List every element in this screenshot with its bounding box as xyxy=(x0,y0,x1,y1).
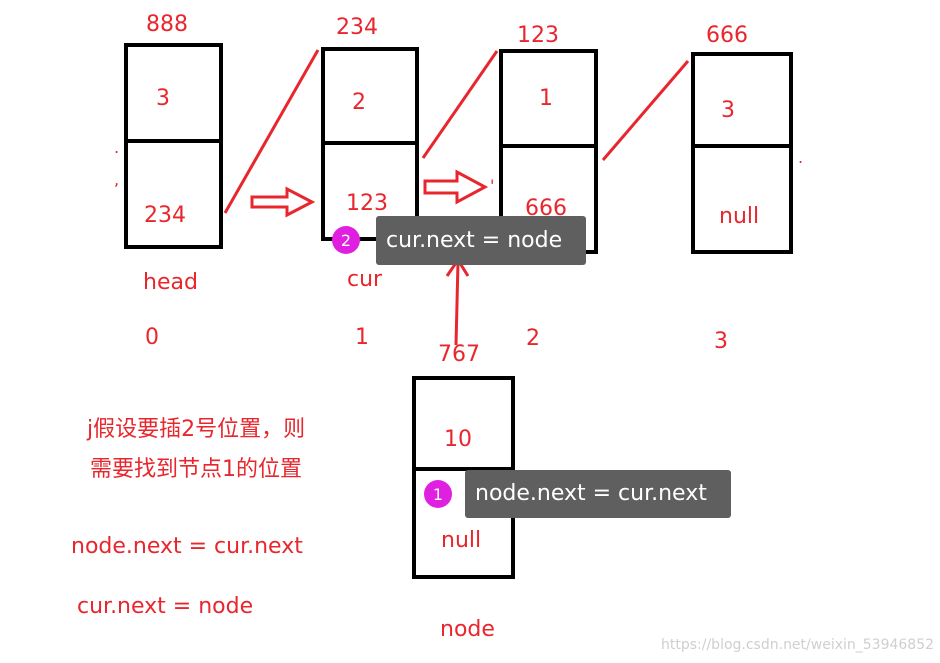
node-1-value: 2 xyxy=(352,90,366,115)
node-2-address: 123 xyxy=(517,23,559,48)
node-3-index: 3 xyxy=(714,329,728,354)
link-line-2-3 xyxy=(601,60,690,161)
node-2-index: 2 xyxy=(526,326,540,351)
node-3-divider xyxy=(695,144,789,148)
node-3-box: 3 null xyxy=(691,52,793,254)
stray-mark-1: . xyxy=(114,138,120,157)
node-0-divider xyxy=(128,139,219,143)
node-2-divider xyxy=(503,144,594,148)
node-3-address: 666 xyxy=(706,23,748,48)
node-1-next: 123 xyxy=(346,191,388,216)
node-0-label: head xyxy=(143,270,198,295)
node-0-box: 3 234 xyxy=(124,43,223,249)
node-1-address: 234 xyxy=(336,15,378,40)
node-3-value: 3 xyxy=(721,98,735,123)
watermark: https://blog.csdn.net/weixin_53946852 xyxy=(661,637,935,653)
node-up-arrow-shaft xyxy=(454,261,460,346)
new-node-next: null xyxy=(441,528,482,553)
note-code-2: cur.next = node xyxy=(77,594,254,619)
note-line-1: j假设要插2号位置，则 xyxy=(87,417,306,442)
step-1-badge: 1 xyxy=(424,480,452,508)
link-line-0-1 xyxy=(223,49,320,214)
new-node-divider xyxy=(416,467,511,471)
tooltip-step-1-text: node.next = cur.next xyxy=(475,481,707,506)
cur-move-arrow-2 xyxy=(423,169,489,205)
stray-mark-4: ' xyxy=(490,176,495,195)
node-0-address: 888 xyxy=(146,12,188,37)
node-0-index: 0 xyxy=(145,325,159,350)
tooltip-step-2-text: cur.next = node xyxy=(386,227,563,253)
note-line-2: 需要找到节点1的位置 xyxy=(90,457,302,482)
node-2-value: 1 xyxy=(539,86,553,111)
new-node-value: 10 xyxy=(444,427,472,452)
node-0-next: 234 xyxy=(144,203,186,228)
tooltip-step-1: node.next = cur.next xyxy=(465,470,731,518)
stray-mark-2: , xyxy=(114,170,120,189)
step-2-badge: 2 xyxy=(332,226,360,254)
new-node-label: node xyxy=(440,617,495,642)
node-1-box: 2 123 xyxy=(321,47,419,241)
note-code-1: node.next = cur.next xyxy=(71,534,303,559)
tooltip-step-2: cur.next = node xyxy=(376,216,586,265)
node-0-value: 3 xyxy=(156,86,170,111)
new-node-address: 767 xyxy=(438,342,480,367)
node-1-label: cur xyxy=(347,267,383,292)
cur-move-arrow-1 xyxy=(250,186,316,218)
node-1-index: 1 xyxy=(355,325,369,350)
node-1-divider xyxy=(325,141,415,145)
node-2-next: 666 xyxy=(525,196,567,221)
node-3-next: null xyxy=(719,204,760,229)
stray-mark-3: . xyxy=(798,148,804,167)
link-line-1-2 xyxy=(421,50,499,159)
